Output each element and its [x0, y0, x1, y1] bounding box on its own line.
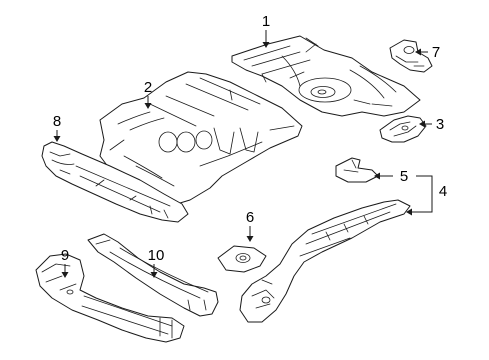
part-3-support	[379, 115, 427, 143]
callout-9: 9	[61, 247, 69, 264]
leader-lines	[53, 30, 433, 278]
callout-5: 5	[400, 168, 408, 185]
part-1-rear-floor-pan	[231, 35, 421, 117]
callout-labels: 1 2 3 4 5 6 7 8 9 10	[53, 13, 447, 264]
callout-4: 4	[439, 183, 447, 200]
part-6-mount-pad	[217, 245, 267, 273]
callout-3: 3	[436, 116, 444, 133]
callout-6: 6	[246, 209, 254, 226]
part-9-rail	[35, 253, 185, 343]
part-7-bracket	[389, 39, 433, 73]
callout-1: 1	[262, 13, 270, 30]
callout-8: 8	[53, 113, 61, 130]
callout-7: 7	[432, 44, 440, 61]
part-4-rear-side-member	[239, 199, 411, 323]
part-5-gusset	[335, 157, 379, 183]
callout-10: 10	[148, 247, 165, 264]
callout-2: 2	[144, 79, 152, 96]
part-8-front-cross-member	[41, 141, 189, 223]
part-2-front-floor-pan	[99, 71, 303, 207]
